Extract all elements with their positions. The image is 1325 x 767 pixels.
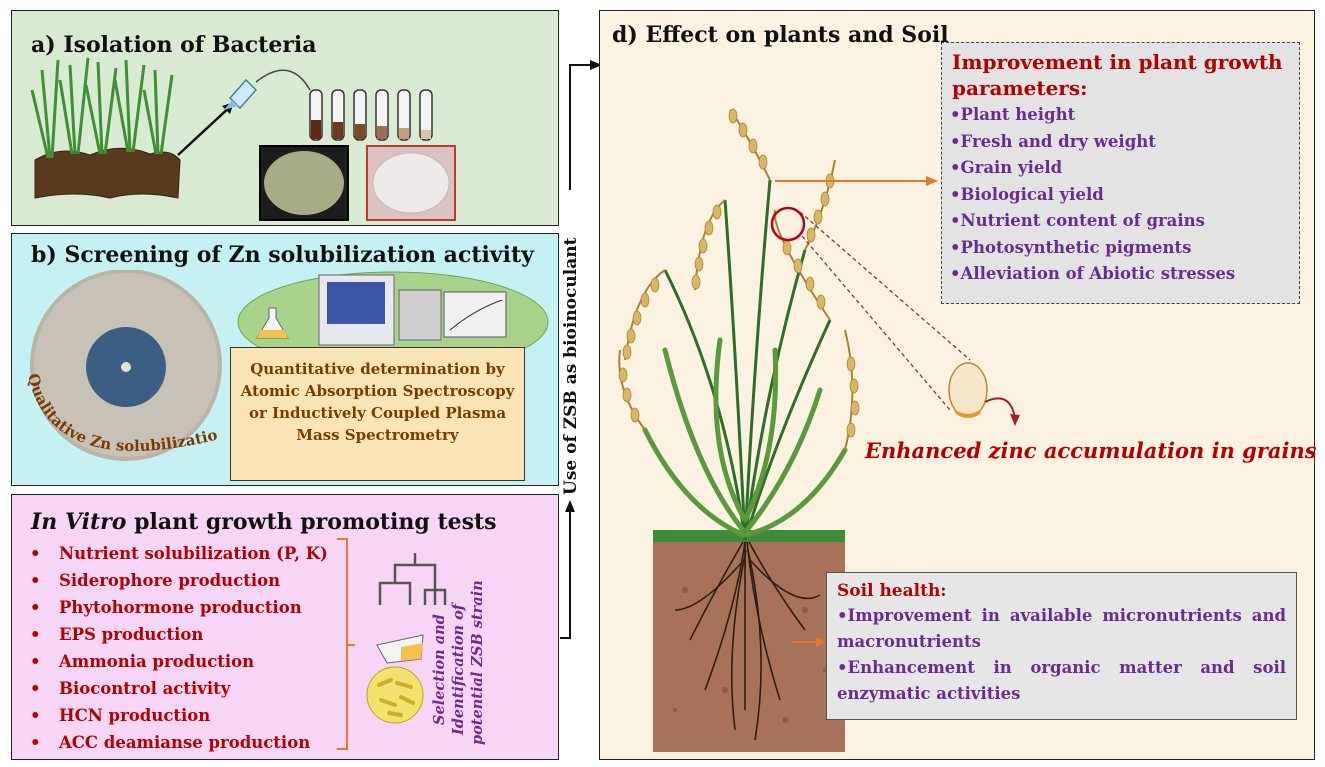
roots-icon: [674, 541, 821, 741]
list-item: •ACC deamianse production: [30, 733, 311, 752]
bracket-icon: [337, 538, 348, 750]
panel-d-title: d) Effect on plants and Soil: [612, 22, 949, 48]
list-item: •Nutrient content of grains: [950, 211, 1205, 230]
connector-arrow: Use of ZSB as bioinoculant: [560, 60, 602, 639]
list-item: •EPS production: [30, 625, 204, 644]
selection-text-3: potential ZSB strain: [469, 580, 486, 745]
list-item: •Ammonia production: [30, 652, 255, 671]
isolation-illustration: [30, 57, 456, 221]
qualitative-label: Qualitative Zn solubilization: [5, 281, 220, 455]
sample-tube-icon: [376, 634, 424, 664]
list-item: •Grain yield: [950, 158, 1063, 177]
list-item: •Biocontrol activity: [30, 679, 231, 698]
petri-dish-2-icon: [372, 152, 450, 214]
rice-seedlings-icon: [30, 57, 174, 159]
petri-dish-1-icon: [264, 151, 344, 215]
quantitative-scroll: Quantitative determination by Atomic Abs…: [230, 347, 525, 481]
bacteria-colony-icon: [366, 666, 424, 724]
list-item: •HCN production: [30, 706, 211, 725]
rice-stems-icon: [663, 179, 832, 541]
selection-text-1: Selection and: [431, 614, 448, 725]
list-item: •Biological yield: [950, 184, 1104, 204]
soil-item: •Enhancement in organic matter and soil …: [837, 658, 1286, 703]
grain-highlight-circle: [770, 206, 806, 242]
panel-b-title: b) Screening of Zn solubilization activi…: [31, 242, 534, 268]
rice-plant-illustration: [618, 108, 860, 752]
soil-health-box: Soil health: •Improvement in available m…: [826, 572, 1297, 720]
phylogenetic-tree-icon: [378, 553, 447, 605]
panel-c-title-italic: In Vitro: [31, 509, 127, 535]
list-item: •Alleviation of Abiotic stresses: [950, 264, 1236, 283]
test-tubes-icon: [309, 89, 433, 141]
arrow-to-grain-text: [984, 397, 1016, 419]
growth-heading: Improvement in plant growth parameters:: [952, 50, 1283, 100]
growth-list: •Plant height •Fresh and dry weight •Gra…: [950, 102, 1299, 288]
qualitative-label-wrap: Qualitative Zn solubilization: [5, 281, 240, 485]
svg-text:Qualitative Zn solubilization: Qualitative Zn solubilization: [10, 295, 219, 455]
growth-parameters-box: Improvement in plant growth parameters: …: [941, 42, 1300, 304]
list-item: •Photosynthetic pigments: [950, 237, 1192, 257]
flask-icon: [224, 78, 258, 110]
selection-text-wrap: Selection and Identification of potentia…: [431, 580, 486, 745]
soil-clump: [34, 147, 181, 199]
icp-ms-instrument-icon: [398, 289, 507, 341]
qualitative-label-arc: Qualitative Zn solubilization: [5, 281, 220, 455]
panel-d-connectors: [770, 176, 1020, 647]
panel-pgp-tests: [11, 494, 559, 760]
soil-item: •Improvement in available micronutrients…: [837, 606, 1286, 651]
soil-heading: Soil health:: [837, 581, 947, 601]
selection-illustration: [337, 538, 447, 750]
list-item: •Plant height: [950, 105, 1076, 124]
arrow-to-flask: [177, 104, 233, 156]
list-item: •Siderophore production: [30, 571, 281, 590]
rice-grains-icon: [618, 108, 860, 451]
panel-c-title-rest: plant growth promoting tests: [126, 509, 497, 535]
list-item: •Phytohormone production: [30, 598, 302, 617]
pour-arc: [255, 69, 311, 91]
list-item: •Fresh and dry weight: [950, 131, 1156, 151]
connector-label: Use of ZSB as bioinoculant: [561, 237, 581, 495]
svg-text:Selection and Identifica: Selection and Identification of potentia…: [431, 580, 486, 745]
selection-text-2: Identification of: [450, 601, 467, 736]
pgp-test-list: •Nutrient solubilization (P, K) •Siderop…: [30, 540, 328, 756]
conical-flask-icon: [256, 307, 289, 339]
rice-leaves-icon: [642, 337, 848, 538]
panel-a-title: a) Isolation of Bacteria: [31, 32, 317, 58]
grain-zinc-text: Enhanced zinc accumulation in grains: [865, 438, 1317, 463]
panel-c-title: In Vitro plant growth promoting tests: [31, 509, 497, 535]
aas-instrument-icon: [318, 274, 395, 346]
list-item: •Nutrient solubilization (P, K): [30, 544, 328, 563]
